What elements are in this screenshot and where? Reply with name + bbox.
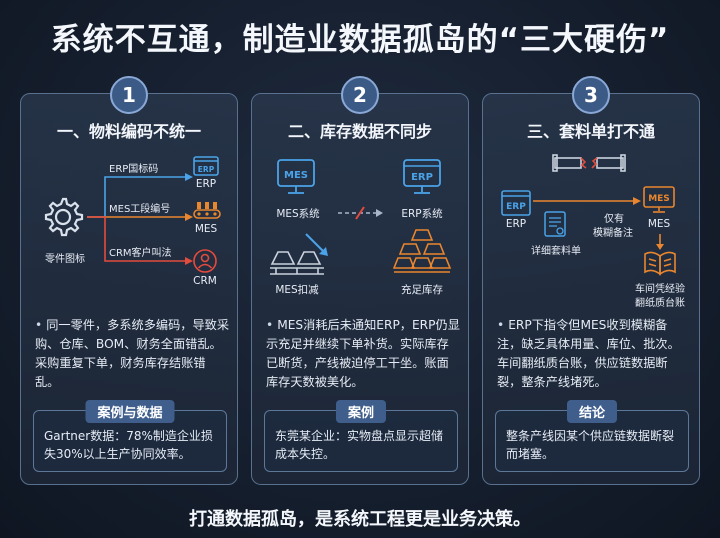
document-icon: [544, 211, 566, 237]
panel-title: 二、库存数据不同步: [287, 122, 432, 141]
branch-code-erp: ERP国标码: [109, 164, 159, 175]
panel-number: 1: [110, 76, 148, 114]
case-box-text: 东莞某企业：实物盘点显示超储成本失控。: [275, 429, 444, 461]
panel-description: •MES消耗后未通知ERP，ERP仍显示充足并继续下单补货。实际库存已断货，产线…: [266, 318, 460, 389]
erp-label: ERP: [505, 218, 527, 230]
system-erp: ERP: [195, 178, 217, 190]
branch-code-crm: CRM客户叫法: [109, 248, 172, 259]
open-book-icon: [644, 251, 676, 276]
part-label: 零件图标: [45, 254, 85, 265]
case-box: 案例与数据 Gartner数据：78%制造企业损失30%以上生产协同效率。: [33, 400, 227, 472]
flow-arrow: [533, 197, 641, 205]
panel-description: •ERP下指令但MES收到模糊备注，缺乏具体用量、库位、批次。车间翻纸质台账，供…: [497, 318, 680, 389]
book-label-line2: 翻纸质台账: [635, 298, 685, 309]
detail-list-label: 详细套料单: [531, 246, 581, 257]
vague-note-label: 模糊备注: [593, 228, 633, 239]
case-box-label: 结论: [566, 400, 618, 423]
gear-icon: [44, 197, 84, 237]
panel-title: 三、套料单打不通: [526, 122, 655, 141]
panel-number: 2: [341, 76, 379, 114]
branch-lines: [87, 173, 193, 265]
depleted-stock-icon: [270, 251, 324, 275]
panel-inventory-sync: 2 二、库存数据不同步 MES MES系统 ERP ERP系统: [251, 76, 469, 485]
mes-monitor-icon: MES: [277, 159, 315, 194]
full-stock-icon: [392, 229, 452, 273]
book-label-line1: 车间凭经验: [635, 284, 685, 295]
case-box-text: 整条产线因某个供应链数据断裂而堵塞。: [506, 429, 675, 461]
mes-box-text: MES: [648, 194, 670, 204]
down-arrow: [656, 234, 664, 250]
deduct-arrow: [305, 233, 328, 256]
system-mes: MES: [194, 223, 218, 235]
svg-text:ERP: ERP: [198, 165, 215, 174]
panel-material-coding: 1 一、物料编码不统一 零件图标 ERP国标码 MES工段编号 CRM客户叫法 …: [20, 76, 238, 485]
footer-conclusion: 打通数据孤岛，是系统工程更是业务决策。: [189, 509, 531, 530]
erp-window-icon: ERP: [501, 190, 531, 216]
erp-box-text: ERP: [411, 172, 433, 183]
case-box-label: 案例与数据: [85, 400, 175, 423]
case-box: 案例 东莞某企业：实物盘点显示超储成本失控。: [264, 400, 458, 472]
erp-box-text: ERP: [506, 202, 526, 212]
case-box-text: Gartner数据：78%制造企业损失30%以上生产协同效率。: [44, 429, 213, 461]
erp-window-icon: ERP: [193, 156, 219, 176]
panel-kitting-list: 3 三、套料单打不通 ERP ERP 详细套料单 仅有 模糊备注: [482, 76, 700, 485]
conveyor-icon: [193, 202, 221, 219]
case-box-label: 案例: [335, 400, 387, 423]
system-crm: CRM: [193, 275, 217, 287]
mes-box-text: MES: [284, 170, 308, 181]
mes-system-label: MES系统: [276, 208, 320, 220]
broken-pipe-icon: [552, 154, 626, 172]
case-box: 结论 整条产线因某个供应链数据断裂而堵塞。: [495, 400, 689, 472]
mes-deduct-label: MES扣减: [275, 284, 319, 296]
panel-title: 一、物料编码不统一: [56, 122, 201, 141]
mes-monitor-icon: MES: [643, 186, 675, 213]
branch-code-mes: MES工段编号: [109, 204, 171, 215]
panel-description: •同一零件，多系统多编码，导致采购、仓库、BOM、财务全面错乱。采购重复下单，财…: [35, 318, 230, 389]
erp-monitor-icon: ERP: [403, 159, 441, 194]
erp-stock-label: 充足库存: [401, 284, 443, 296]
user-icon: [193, 249, 217, 273]
erp-system-label: ERP系统: [401, 208, 443, 220]
mes-label: MES: [647, 218, 671, 230]
page-title: 系统不互通，制造业数据孤岛的“三大硬伤”: [50, 22, 670, 58]
vague-prefix-label: 仅有: [604, 214, 624, 225]
broken-sync-arrow: [338, 206, 383, 220]
panel-number: 3: [572, 76, 610, 114]
